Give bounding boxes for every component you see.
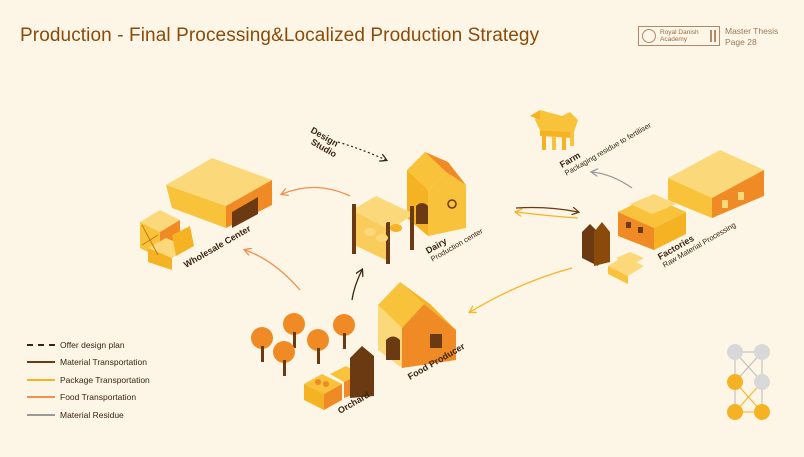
page-number: Page 28 xyxy=(725,37,757,47)
royal-danish-academy-logo: Royal Danish Academy xyxy=(638,26,720,46)
legend: Offer design plan Material Transportatio… xyxy=(27,336,150,424)
arrow-orchard-to-wholesale xyxy=(245,250,301,291)
legend-swatch-yellow xyxy=(27,378,55,381)
legend-item-food-transportation: Food Transportation xyxy=(27,389,150,407)
label-farm-sub: Packaging residue to fertiliser xyxy=(563,120,653,177)
arrow-factories-to-food-producer xyxy=(470,267,573,312)
legend-item-material-residue: Material Residue xyxy=(27,406,150,424)
legend-item-material-transportation: Material Transportation xyxy=(27,354,150,372)
legend-label: Package Transportation xyxy=(60,374,150,385)
legend-label: Food Transportation xyxy=(60,392,137,403)
legend-swatch-orange xyxy=(27,396,55,399)
food-producer-building xyxy=(378,282,456,368)
arrow-dairy-to-wholesale xyxy=(282,186,351,197)
dairy-building xyxy=(352,152,466,264)
logo-text: Royal Danish Academy xyxy=(660,29,699,43)
legend-label: Material Transportation xyxy=(60,357,147,368)
orchard-trees xyxy=(251,313,374,410)
legend-swatch-brown xyxy=(27,361,55,364)
thesis-page-info: Master Thesis Page 28 xyxy=(725,26,778,48)
legend-item-offer-design-plan: Offer design plan xyxy=(27,336,150,354)
logo-line-1: Royal Danish xyxy=(660,29,699,36)
legend-label: Material Residue xyxy=(60,409,124,420)
arrow-factories-to-farm xyxy=(592,172,633,189)
arrow-factories-to-dairy xyxy=(516,212,579,219)
decorative-circle-grid-icon xyxy=(727,344,770,420)
logo-line-2: Academy xyxy=(660,36,688,43)
legend-item-package-transportation: Package Transportation xyxy=(27,371,150,389)
legend-swatch-dashed xyxy=(27,343,55,346)
farm-cow xyxy=(530,110,578,150)
arrow-design-to-dairy xyxy=(337,141,386,160)
arrow-orchard-to-dairy xyxy=(351,270,362,301)
legend-label: Offer design plan xyxy=(60,339,125,350)
arrow-dairy-to-factories xyxy=(515,206,578,213)
legend-swatch-grey xyxy=(27,413,55,416)
logo-bars-icon xyxy=(710,30,716,42)
factories-building xyxy=(582,150,764,284)
seal-icon xyxy=(642,29,656,43)
thesis-title: Master Thesis xyxy=(725,26,779,36)
page-title: Production - Final Processing&Localized … xyxy=(20,25,540,46)
wholesale-center-building xyxy=(140,158,272,270)
